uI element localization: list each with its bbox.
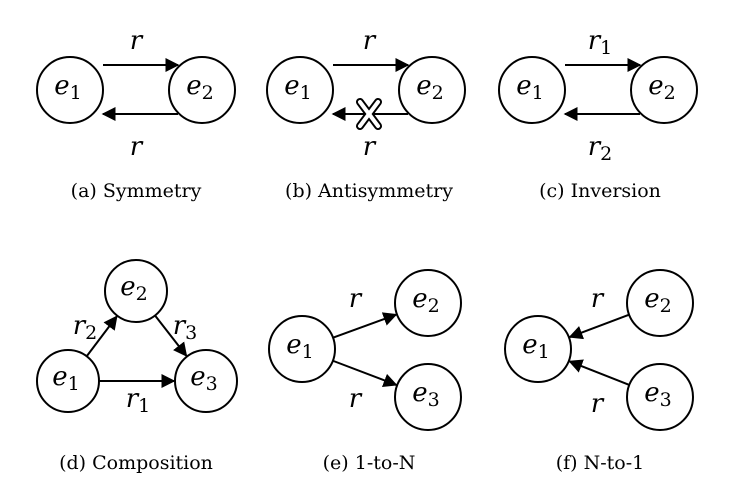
panel-caption: (e) 1-to-N bbox=[323, 452, 416, 474]
entity-node-e3 bbox=[626, 363, 694, 431]
panel-caption: (a) Symmetry bbox=[71, 180, 202, 202]
edge-label-r: r bbox=[363, 26, 377, 56]
edge-e3-to-e1 bbox=[568, 359, 630, 386]
entity-node-e1 bbox=[36, 349, 100, 413]
panel-caption: (c) Inversion bbox=[539, 180, 661, 202]
entity-label-e3: e3 bbox=[190, 362, 217, 395]
entity-label-e1: e1 bbox=[52, 362, 79, 395]
edge-label-r: r bbox=[130, 26, 144, 56]
entity-node-e1 bbox=[266, 56, 334, 124]
edge-e1-to-e2 bbox=[85, 315, 118, 357]
entity-label-e1: e1 bbox=[522, 330, 549, 363]
panel-caption: (b) Antisymmetry bbox=[285, 180, 453, 202]
entity-label-e2: e2 bbox=[186, 71, 213, 104]
edge-e2-to-e3 bbox=[154, 314, 188, 357]
entity-label-e2: e2 bbox=[412, 284, 439, 317]
panel-caption: (d) Composition bbox=[59, 452, 213, 474]
panel-d: r2 r3 r1 e1 e2 e3 (d) Composition bbox=[36, 259, 238, 474]
panel-caption: (f) N-to-1 bbox=[556, 452, 645, 474]
panel-b: r r e1 e2 (b) Antisymmetry bbox=[266, 26, 466, 202]
entity-label-e2: e2 bbox=[120, 272, 147, 305]
edge-label-r: r bbox=[363, 132, 377, 162]
entity-node-e2 bbox=[630, 56, 698, 124]
entity-label-e1: e1 bbox=[516, 71, 543, 104]
edge-e2-to-e1 bbox=[568, 313, 630, 340]
entity-label-e2: e2 bbox=[648, 71, 675, 104]
panel-f: r r e1 e2 e3 (f) N-to-1 bbox=[504, 269, 694, 474]
entity-label-e1: e1 bbox=[284, 71, 311, 104]
entity-label-e2: e2 bbox=[416, 71, 443, 104]
negation-cross-icon bbox=[356, 98, 382, 130]
entity-node-e2 bbox=[104, 259, 168, 323]
edge-label-r2: r2 bbox=[73, 311, 98, 344]
edge-label-r: r bbox=[349, 284, 363, 314]
panel-a: r r e1 e2 (a) Symmetry bbox=[36, 26, 236, 202]
panel-e: r r e1 e2 e3 (e) 1-to-N bbox=[268, 269, 462, 474]
entity-label-e1: e1 bbox=[54, 71, 81, 104]
entity-node-e1 bbox=[504, 315, 572, 383]
entity-node-e2 bbox=[168, 56, 236, 124]
entity-node-e2 bbox=[394, 269, 462, 337]
entity-node-e1 bbox=[36, 56, 104, 124]
edge-label-r: r bbox=[591, 284, 605, 314]
entity-node-e1 bbox=[268, 315, 336, 383]
edge-label-r1: r1 bbox=[588, 26, 613, 59]
entity-node-e3 bbox=[174, 349, 238, 413]
entity-node-e1 bbox=[498, 56, 566, 124]
edge-e1-to-e3 bbox=[332, 359, 398, 387]
edge-label-r1: r1 bbox=[126, 384, 151, 417]
edge-label-r3: r3 bbox=[173, 311, 198, 344]
edge-label-r: r bbox=[349, 384, 363, 414]
edge-label-r: r bbox=[130, 132, 144, 162]
edge-e1-to-e2 bbox=[332, 312, 398, 339]
entity-label-e3: e3 bbox=[644, 378, 671, 411]
entity-label-e3: e3 bbox=[412, 378, 439, 411]
entity-node-e2 bbox=[398, 56, 466, 124]
entity-node-e2 bbox=[626, 269, 694, 337]
panel-c: r1 r2 e1 e2 (c) Inversion bbox=[498, 26, 698, 202]
entity-label-e1: e1 bbox=[286, 330, 313, 363]
edge-label-r: r bbox=[591, 389, 605, 419]
entity-node-e3 bbox=[394, 363, 462, 431]
edge-label-r2: r2 bbox=[588, 132, 613, 165]
entity-label-e2: e2 bbox=[644, 284, 671, 317]
